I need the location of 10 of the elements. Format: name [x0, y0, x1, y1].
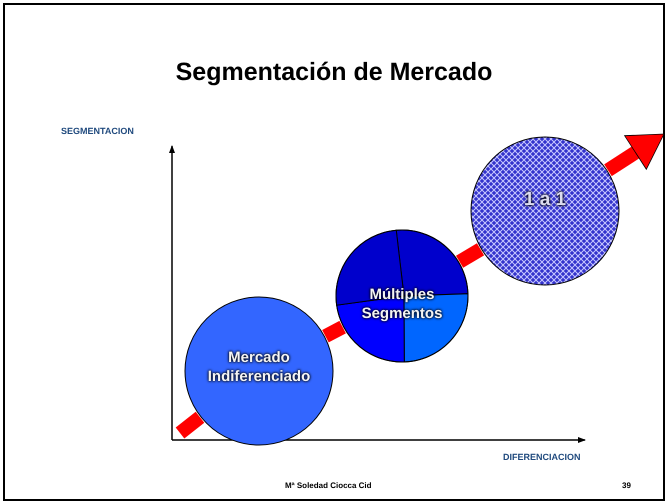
arrow: [604, 134, 665, 176]
market-circle: [184, 296, 334, 446]
page-number: 39: [622, 481, 631, 490]
author-name: Mª Soledad Ciocca Cid: [285, 481, 372, 490]
axis-label: SEGMENTACION: [61, 126, 134, 136]
slide-title: Segmentación de Mercado: [174, 58, 494, 87]
axis-label: DIFERENCIACION: [503, 452, 581, 462]
circle-label: Mercado Indiferenciado: [206, 348, 312, 386]
segmented-circle: [335, 229, 469, 363]
patterned-circle: [470, 136, 620, 286]
